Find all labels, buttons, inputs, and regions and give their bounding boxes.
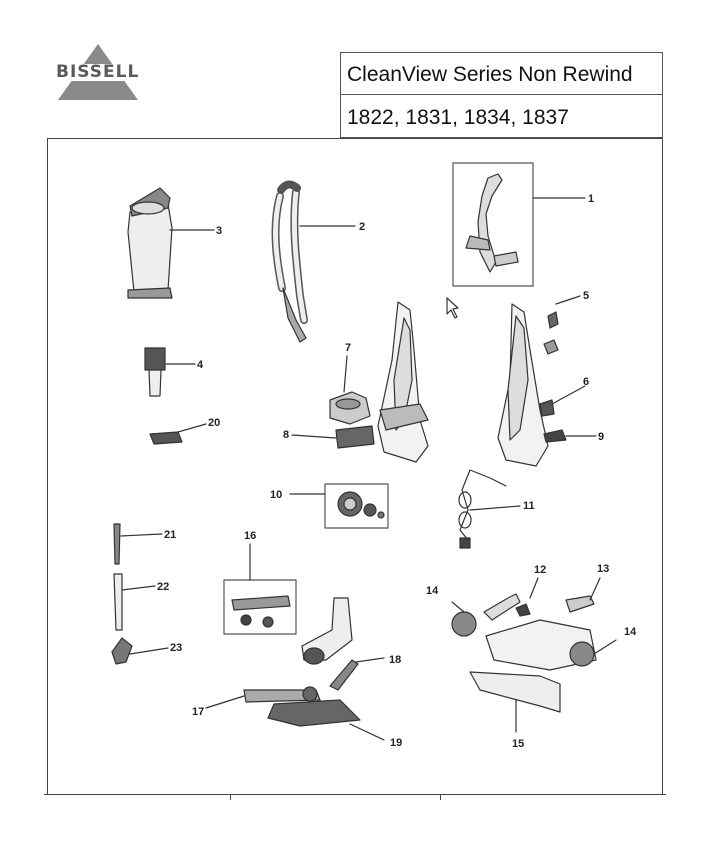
frame-tick [230,794,231,800]
callout-22: 22 [157,581,170,593]
main-body-front [377,301,429,463]
callout-18: 18 [389,654,402,666]
part-16-brush-parts [223,543,297,635]
part-8-filter-screen [291,425,375,449]
part-3-dirt-cup [127,187,215,299]
callout-12: 12 [534,564,547,576]
callout-3: 3 [216,225,223,237]
part-17-brush-roll [205,686,321,709]
callout-6: 6 [583,376,590,388]
callout-2: 2 [359,221,366,233]
part-1-handle [452,162,586,287]
callout-7: 7 [345,342,352,354]
part-23-brush-tool [111,637,169,665]
part-10-motor [289,483,389,529]
callout-9: 9 [598,431,605,443]
part-18-belt-cover [301,597,385,691]
main-body-back [497,295,597,467]
callout-17: 17 [192,706,205,718]
callout-23: 23 [170,642,183,654]
bissell-logo: BISSELL [52,42,144,104]
model-numbers: 1822, 1831, 1834, 1837 [347,106,569,129]
part-12-nozzle [483,577,539,621]
callout-14-right: 14 [624,626,637,638]
part-20-filter-pad [149,423,207,445]
frame-baseline [44,794,666,795]
callout-13: 13 [597,563,610,575]
callout-21: 21 [164,529,177,541]
part-2-hose [271,180,356,343]
part-15-bumper [469,671,561,733]
part-19-base-plate [267,699,385,741]
base-housing [451,601,617,671]
callout-20: 20 [208,417,221,429]
title-block: CleanView Series Non Rewind 1822, 1831, … [340,52,663,138]
part-11-power-cord [458,469,521,549]
frame-tick [440,794,441,800]
brand-name: BISSELL [54,62,142,82]
part-22-extension-wand [113,573,156,631]
page-title: CleanView Series Non Rewind [341,53,662,95]
callout-8: 8 [283,429,290,441]
part-7-tank [329,355,371,425]
callout-5: 5 [583,290,590,302]
callout-15: 15 [512,738,525,750]
callout-11: 11 [523,500,535,512]
callout-16: 16 [244,530,257,542]
callout-19: 19 [390,737,403,749]
part-13-pedal [565,577,601,613]
part-21-crevice-tool [113,523,163,565]
part-4-filter [144,347,196,397]
callout-4: 4 [197,359,204,371]
callout-14-left: 14 [426,585,439,597]
callout-10: 10 [270,489,283,501]
mouse-pointer-icon [446,297,459,319]
callout-1: 1 [588,193,595,205]
diagram-frame [47,138,663,795]
